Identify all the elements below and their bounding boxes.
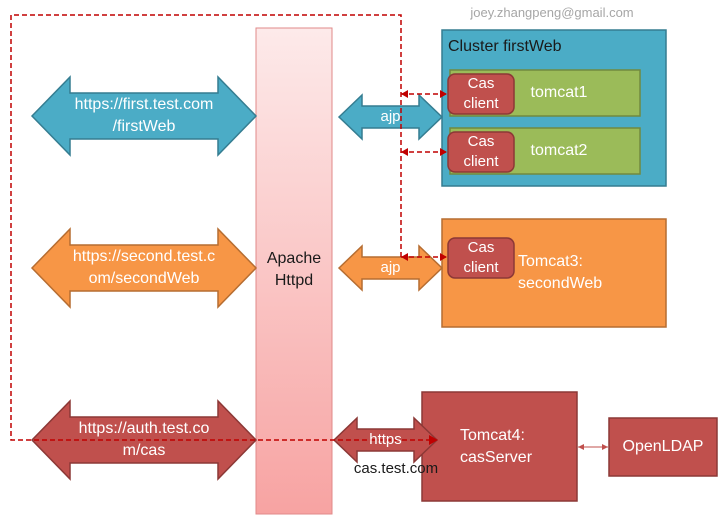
cas-redirect-dashed-line	[10, 14, 430, 441]
tomcat1-label: tomcat1	[530, 84, 588, 101]
cas-client-label-2: Cas client	[448, 132, 514, 172]
apache-httpd-label: Apache Httpd	[256, 247, 332, 293]
apache-line2: Httpd	[274, 272, 314, 289]
cas-url-line1: https://auth.test.co	[78, 420, 210, 437]
watermark-email: joey.zhangpeng@gmail.com	[470, 5, 634, 20]
ajp-label-1: ajp	[380, 108, 401, 125]
cas-client-2-line1: Cas	[467, 133, 495, 150]
dashed-link-1-head-right	[440, 90, 447, 98]
cas-client-3-line2: client	[463, 259, 499, 276]
tomcat4-line2: casServer	[460, 449, 533, 466]
cas-client-3-line1: Cas	[467, 239, 495, 256]
tomcat4-label: Tomcat4: casServer	[460, 424, 560, 470]
cas-host-label: cas.test.com	[353, 460, 439, 477]
firstweb-url-line2: /firstWeb	[112, 118, 176, 135]
apache-line1: Apache	[266, 250, 322, 267]
cas-url-line2: m/cas	[122, 442, 166, 459]
left-arrow-secondweb	[30, 227, 258, 309]
cas-client-label-3: Cas client	[448, 238, 514, 278]
cas-client-1-line2: client	[463, 95, 499, 112]
tomcat2-label: tomcat2	[530, 142, 588, 159]
ldap-connector-head-left	[578, 444, 584, 450]
cas-client-2-line2: client	[463, 153, 499, 170]
dashed-link-2-head-right	[440, 148, 447, 156]
secondweb-url-line2: om/secondWeb	[88, 270, 200, 287]
secondweb-url-line1: https://second.test.c	[72, 248, 216, 265]
tomcat3-line1: Tomcat3:	[518, 253, 583, 270]
ajp-arrow-1	[337, 93, 444, 141]
https-label: https	[369, 431, 402, 448]
ajp-arrow-2	[337, 244, 444, 292]
firstweb-url-line1: https://first.test.com	[74, 96, 214, 113]
dashed-link-2-head-left	[401, 148, 408, 156]
openldap-label: OpenLDAP	[622, 438, 704, 455]
left-arrow-secondweb-label: https://second.test.c om/secondWeb	[58, 245, 230, 291]
left-arrow-firstweb-label: https://first.test.com /firstWeb	[58, 93, 230, 139]
cluster-title: Cluster firstWeb	[448, 38, 562, 55]
dashed-link-3-head-left	[401, 253, 408, 261]
tomcat3-line2: secondWeb	[518, 275, 603, 292]
cas-client-label-1: Cas client	[448, 74, 514, 114]
tomcat4-box	[421, 391, 578, 502]
tomcat3-label: Tomcat3: secondWeb	[518, 250, 618, 296]
openldap-box	[608, 417, 718, 477]
cas-client-box-2	[447, 131, 515, 173]
dashed-link-1-head-left	[401, 90, 408, 98]
ldap-connector-head-right	[602, 444, 608, 450]
tomcat4-line1: Tomcat4:	[460, 427, 525, 444]
cas-client-1-line1: Cas	[467, 75, 495, 92]
left-arrow-cas-label: https://auth.test.co m/cas	[58, 417, 230, 463]
cas-client-box-1	[447, 73, 515, 115]
dashed-link-3-head-right	[440, 253, 447, 261]
redirect-arrowhead	[429, 435, 438, 445]
left-arrow-cas	[30, 399, 258, 481]
apache-httpd-box	[255, 27, 333, 515]
ajp-label-2: ajp	[380, 259, 401, 276]
left-arrow-firstweb	[30, 75, 258, 157]
cas-client-box-3	[447, 237, 515, 279]
